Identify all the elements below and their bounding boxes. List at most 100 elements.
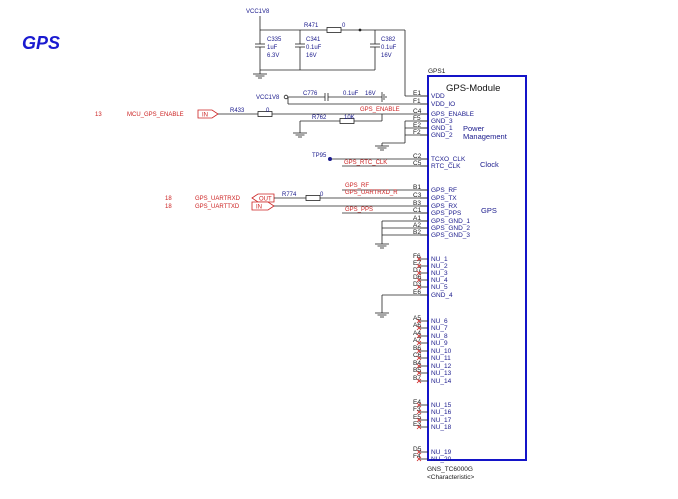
- pin-name: NU_3: [431, 270, 448, 277]
- pin-name: VDD: [431, 93, 445, 100]
- pin-name: NU_1: [431, 256, 448, 263]
- pin-number: F3: [413, 406, 421, 413]
- net-gps-pps: GPS_PPS: [345, 207, 373, 213]
- no-connect-marker: [416, 378, 422, 384]
- pin-number: C4: [413, 108, 422, 115]
- r471-symbol: [326, 27, 342, 33]
- port-rxd-name: GPS_UARTRXD: [195, 196, 241, 202]
- pin-name: NU_15: [431, 402, 452, 409]
- module-note: <Characteristic>: [427, 474, 475, 481]
- pin-number: C6: [413, 352, 422, 359]
- pin-name: NU_18: [431, 424, 452, 431]
- pin-name: GND_1: [431, 125, 453, 132]
- no-connect-marker: [416, 424, 422, 430]
- ground-symbol-gnd4: [375, 312, 389, 318]
- ground-symbol-top: [253, 70, 267, 79]
- pin-number: A7: [413, 337, 421, 344]
- pin-name: NU_6: [431, 318, 448, 325]
- pin-name: GPS_TX: [431, 195, 457, 202]
- pin-number: A2: [413, 222, 421, 229]
- no-connect-marker: [416, 277, 422, 283]
- pin-number: D7: [413, 267, 422, 274]
- pin-name: NU_2: [431, 263, 448, 270]
- r774-symbol: [305, 195, 321, 201]
- net-gps-enable: GPS_ENABLE: [360, 107, 400, 113]
- port-mcu-sheet: 13: [95, 112, 102, 118]
- port-rxd-sheet: 18: [165, 196, 172, 202]
- c335-v2: 6.3V: [267, 53, 279, 59]
- pin-name: NU_4: [431, 277, 448, 284]
- net-gps-rf: GPS_RF: [345, 183, 369, 189]
- c776-value: 0.1uF: [343, 91, 359, 97]
- no-connect-marker: [416, 370, 422, 376]
- pin-number: F4: [413, 453, 421, 460]
- pin-name: GND_4: [431, 292, 453, 299]
- ground-symbol-r762: [293, 132, 307, 138]
- module-part: GNS_TC6000G: [427, 466, 473, 473]
- pin-number: B2: [413, 229, 421, 236]
- vcc-mid-port: [283, 94, 289, 100]
- junction: [358, 28, 362, 32]
- pin-name: NU_5: [431, 284, 448, 291]
- no-connect-marker: [416, 402, 422, 408]
- pin-number: E5: [413, 414, 421, 421]
- c335-symbol: [255, 30, 265, 70]
- c341-symbol: [295, 30, 305, 70]
- r762-ref: R762: [312, 115, 327, 121]
- net-gps-rtc-clk: GPS_RTC_CLK: [344, 160, 387, 166]
- pin-number: A5: [413, 315, 421, 322]
- port-txd-flag: [251, 201, 275, 211]
- pin-name: GPS_PPS: [431, 210, 462, 217]
- no-connect-marker: [416, 348, 422, 354]
- pin-name: GND_3: [431, 118, 453, 125]
- port-txd-dir: IN: [256, 205, 262, 211]
- group-power-management: Management: [463, 132, 508, 141]
- tp95-testpoint: [328, 157, 332, 161]
- pin-name: TCXO_CLK: [431, 156, 466, 163]
- pin-name: NU_20: [431, 456, 452, 463]
- pin-number: B5: [413, 367, 421, 374]
- r433-symbol: [257, 111, 273, 117]
- pin-name: NU_11: [431, 355, 451, 362]
- pin-number: C5: [413, 160, 422, 167]
- no-connect-marker: [416, 456, 422, 462]
- module-refdes: GPS1: [428, 68, 446, 75]
- r471-ref: R471: [304, 23, 319, 29]
- no-connect-marker: [416, 325, 422, 331]
- c382-symbol: [370, 30, 380, 70]
- c776-volt: 16V: [365, 91, 376, 97]
- ground-symbol-c776: [381, 92, 387, 102]
- pin-name: NU_17: [431, 417, 452, 424]
- pin-number: D6: [413, 274, 422, 281]
- c341-v1: 0.1uF: [306, 45, 322, 51]
- c335-ref: C335: [267, 37, 282, 43]
- vcc-mid-label: VCC1V8: [256, 95, 280, 101]
- pin-number: A1: [413, 215, 421, 222]
- pin-number: E6: [413, 289, 421, 296]
- c382-v2: 16V: [381, 53, 392, 59]
- group-clock: Clock: [480, 160, 499, 169]
- pin-number: B6: [413, 345, 421, 352]
- no-connect-marker: [416, 409, 422, 415]
- port-mcu-dir: IN: [202, 113, 208, 119]
- pin-number: B4: [413, 360, 421, 367]
- page-title: GPS: [22, 33, 60, 53]
- pin-number: E4: [413, 399, 421, 406]
- pin-number: D3: [413, 281, 422, 288]
- c382-v1: 0.1uF: [381, 45, 397, 51]
- pin-name: GPS_RF: [431, 187, 457, 194]
- no-connect-marker: [416, 263, 422, 269]
- pin-number: F1: [413, 98, 421, 105]
- port-mcu-flag: [197, 109, 219, 119]
- port-rxd-dir: OUT: [259, 197, 272, 203]
- r471-value: 0: [342, 23, 346, 29]
- pin-name: RTC_CLK: [431, 163, 461, 170]
- pin-name: GPS_ENABLE: [431, 111, 475, 118]
- pin-number: B1: [413, 184, 421, 191]
- pin-number: F6: [413, 253, 421, 260]
- pin-number: A6: [413, 322, 421, 329]
- port-txd-name: GPS_UARTTXD: [195, 204, 240, 210]
- gps-module-body: [427, 75, 527, 461]
